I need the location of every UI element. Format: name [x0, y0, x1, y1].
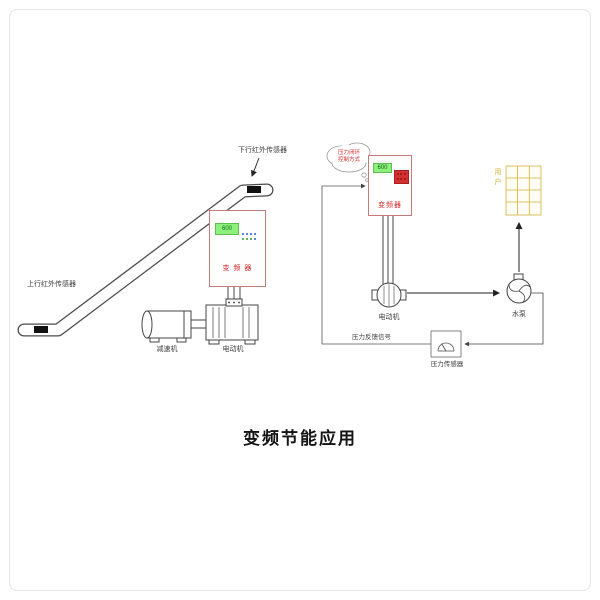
- thought-cloud: [326, 142, 371, 182]
- escalator-band: [17, 157, 274, 337]
- motor-right: [371, 282, 407, 308]
- ir-sensor-top: [247, 186, 261, 193]
- pump-label: 水泵: [512, 311, 526, 318]
- cloud-text: 压力闭环 控制方式: [337, 150, 360, 163]
- feedback-signal-label: 压力反馈信号: [352, 334, 391, 341]
- ir-sensor-bottom: [34, 326, 48, 333]
- vfd-right-keypad: [394, 170, 409, 184]
- vfd-right-wires: [382, 216, 394, 284]
- gearbox: [141, 310, 207, 343]
- motor-left: [205, 298, 259, 345]
- pressure-sensor-label: 压力传感器: [430, 361, 464, 368]
- pressure-sensor: [430, 330, 462, 358]
- ir-sensor-down-label: 下行红外传感器: [238, 147, 287, 154]
- sensor-pointer-arrow: [251, 157, 260, 177]
- pump: [506, 273, 532, 304]
- vfd-right-label: 变频器: [378, 202, 402, 209]
- vfd-left-display: 600: [215, 223, 239, 235]
- motor-left-label: 电动机: [222, 346, 244, 353]
- vfd-right: 600 变频器: [368, 155, 412, 216]
- vfd-left-indicator-dots: [242, 233, 256, 235]
- vfd-right-display: 600: [373, 163, 392, 173]
- ir-sensor-up-label: 上行红外传感器: [27, 281, 76, 288]
- vfd-left-wires: [227, 287, 241, 300]
- vfd-left-label: 变 频 器: [222, 265, 253, 272]
- user-label: 用户: [494, 168, 501, 188]
- pressure-tap-line: [464, 292, 544, 347]
- diagram-title: 变频节能应用: [243, 429, 357, 448]
- vfd-left: 600 变 频 器: [209, 210, 266, 287]
- gearbox-label: 减速机: [156, 346, 178, 353]
- vfd-left-key-dots: [242, 238, 256, 240]
- feedback-line: [321, 183, 431, 345]
- motor-right-label: 电动机: [378, 314, 400, 321]
- user-building: [505, 165, 542, 216]
